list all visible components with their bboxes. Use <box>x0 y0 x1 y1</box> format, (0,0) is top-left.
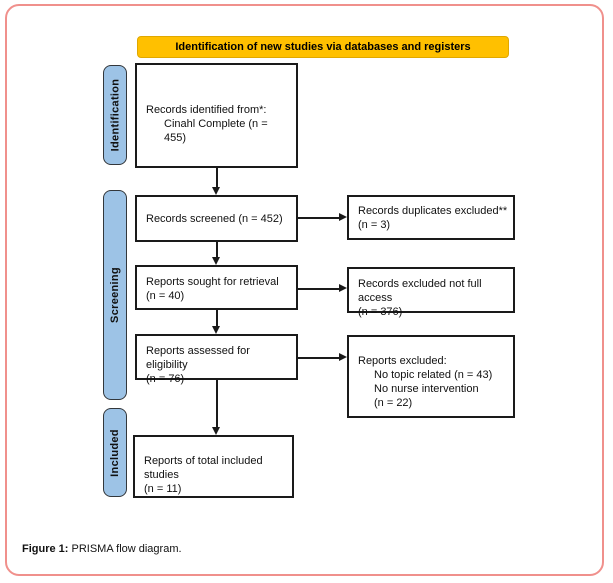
figure-caption-prefix: Figure 1: <box>22 543 69 555</box>
box-records-identified: Records identified from*: Cinahl Complet… <box>135 63 298 168</box>
records-identified-line1: Records identified from*: <box>146 104 267 116</box>
reports-excluded-line3: No nurse intervention <box>374 383 479 395</box>
reports-sought-line2: (n = 40) <box>146 290 185 302</box>
box-excluded-not-full-access: Records excluded not full access (n = 37… <box>347 267 515 318</box>
stage-included-text: Included <box>109 428 121 477</box>
box-reports-excluded: Reports excluded: No topic related (n = … <box>347 335 515 418</box>
reports-sought-line1: Reports sought for retrieval <box>146 276 279 288</box>
arrow-screened-to-retrieval-head <box>212 257 220 265</box>
banner-identification-of-new-studies: Identification of new studies via databa… <box>137 36 509 58</box>
box-duplicates-excluded: Records duplicates excluded** (n = 3) <box>347 195 515 240</box>
box-reports-sought: Reports sought for retrieval (n = 40) <box>135 265 298 310</box>
arrow-screened-to-duplicates-head <box>339 213 347 221</box>
arrow-screened-to-retrieval-line <box>216 242 218 258</box>
arrow-retrieval-to-fullaccess-head <box>339 284 347 292</box>
arrow-identified-to-screened-head <box>212 187 220 195</box>
records-screened-line1: Records screened (n = 452) <box>146 212 283 225</box>
figure-frame <box>5 4 604 576</box>
stage-label-identification: Identification <box>103 65 127 165</box>
reports-assessed-line2: (n = 76) <box>146 373 185 385</box>
arrow-identified-to-screened-line <box>216 168 218 188</box>
banner-label: Identification of new studies via databa… <box>175 41 471 53</box>
reports-included-line2: (n = 11) <box>144 483 182 495</box>
records-identified-line2: Cinahl Complete (n = 455) <box>164 118 268 144</box>
figure-caption-text: PRISMA flow diagram. <box>68 543 182 555</box>
stage-screening-text: Screening <box>109 267 122 323</box>
box-records-screened: Records screened (n = 452) <box>135 195 298 242</box>
duplicates-excluded-line1: Records duplicates excluded** <box>358 205 508 217</box>
arrow-eligibility-to-included-line <box>216 380 218 428</box>
box-reports-assessed: Reports assessed for eligibility (n = 76… <box>135 334 298 385</box>
box-reports-included: Reports of total included studies (n = 1… <box>133 435 294 498</box>
not-full-access-line2: (n = 376) <box>358 306 403 318</box>
reports-excluded-line4: (n = 22) <box>374 397 413 409</box>
arrow-retrieval-to-eligibility-head <box>212 326 220 334</box>
arrow-screened-to-duplicates-line <box>298 217 339 219</box>
arrow-retrieval-to-fullaccess-line <box>298 288 339 290</box>
stage-label-included: Included <box>103 408 127 497</box>
stage-label-screening: Screening <box>103 190 127 400</box>
not-full-access-line1: Records excluded not full access <box>358 278 482 304</box>
reports-assessed-line1: Reports assessed for eligibility <box>146 345 250 371</box>
duplicates-excluded-line2: (n = 3) <box>358 219 391 231</box>
arrow-eligibility-to-included-head <box>212 427 220 435</box>
arrow-retrieval-to-eligibility-line <box>216 310 218 327</box>
arrow-eligibility-to-excluded-line <box>298 357 339 359</box>
reports-included-line1: Reports of total included studies <box>144 455 263 481</box>
figure-caption: Figure 1: PRISMA flow diagram. <box>22 543 182 555</box>
arrow-eligibility-to-excluded-head <box>339 353 347 361</box>
reports-excluded-line1: Reports excluded: <box>358 355 447 367</box>
stage-identification-text: Identification <box>109 78 121 152</box>
reports-excluded-line2: No topic related (n = 43) <box>374 369 493 381</box>
